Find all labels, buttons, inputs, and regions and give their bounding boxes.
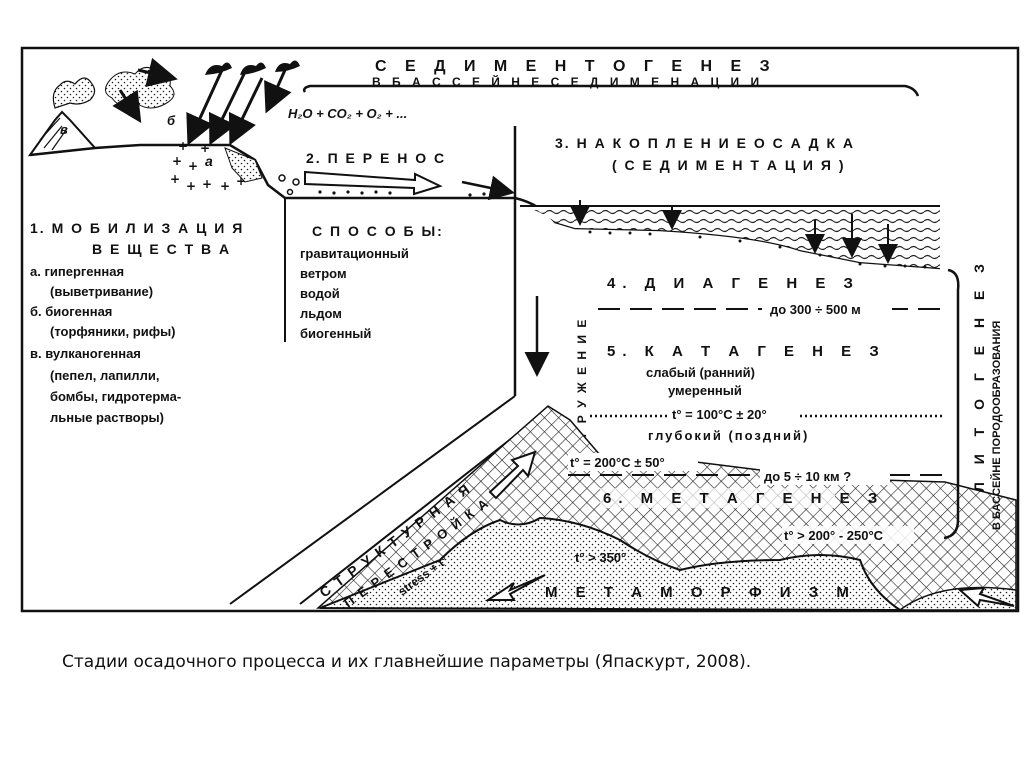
sedimentogenesis-title: С Е Д И М Е Н Т О Г Е Н Е З xyxy=(375,58,777,75)
stage3-title-2: ( С Е Д И М Е Н Т А Ц И Я ) xyxy=(612,157,846,173)
svg-text:+: + xyxy=(178,139,188,153)
stage2-title: 2. П Е Р Е Н О С xyxy=(306,150,446,166)
lithogenesis-sub-label: В БАССЕЙНЕ ПОРОДООБРАЗОВАНИЯ xyxy=(990,321,1003,530)
ash-cloud-icon xyxy=(105,67,174,108)
catagenesis-t200: t° = 200°C ± 50° xyxy=(570,455,665,470)
stage1-line-6: (пепел, лапилли, xyxy=(50,368,159,383)
stage6-title: 6. М Е Т А Г Е Н Е З xyxy=(603,490,884,507)
svg-text:+: + xyxy=(220,179,230,193)
svg-text:+: + xyxy=(186,179,196,193)
diagenesis-depth: до 300 ÷ 500 м xyxy=(770,302,861,317)
label-b: б xyxy=(167,113,176,128)
label-a: а xyxy=(205,153,213,169)
catagenesis-moderate: умеренный xyxy=(668,383,742,398)
transport-arrow-icon xyxy=(305,172,440,194)
stage2-method-3: водой xyxy=(300,286,340,301)
pebbles xyxy=(279,175,299,195)
sedimentogenesis-subtitle: В Б А С С Е Й Н Е С Е Д И М Е Н А Ц И И xyxy=(372,74,763,89)
stage2-method-4: льдом xyxy=(300,306,342,321)
svg-text:+: + xyxy=(200,141,210,155)
stage2-method-5: биогенный xyxy=(300,326,371,341)
volcano-icon xyxy=(30,78,95,155)
figure-caption: Стадии осадочного процесса и их главнейш… xyxy=(62,652,1002,672)
stage4-title: 4. Д И А Г Е Н Е З xyxy=(607,275,860,292)
chemical-formula: H₂O + CO₂ + O₂ + ... xyxy=(288,106,407,121)
stage1-line-8: льные растворы) xyxy=(50,410,164,425)
catagenesis-depth: до 5 ÷ 10 км ? xyxy=(764,469,851,484)
stage2-methods-title: С П О С О Б Ы: xyxy=(312,223,444,239)
svg-text:+: + xyxy=(188,159,198,173)
metamorphism-temp: t° > 350° xyxy=(575,550,626,565)
catagenesis-weak: слабый (ранний) xyxy=(646,365,755,380)
transport-dots xyxy=(318,190,499,196)
stage1-title-2: В Е Щ Е С Т В А xyxy=(92,241,231,257)
svg-text:+: + xyxy=(172,154,182,168)
stage1-line-3: б. биогенная xyxy=(30,304,112,319)
stage2-method-1: гравитационный xyxy=(300,246,409,261)
stage1-line-5: в. вулканогенная xyxy=(30,346,141,361)
label-v: в xyxy=(60,122,68,137)
stage1-line-1: а. гипергенная xyxy=(30,264,124,279)
stage1-title-1: 1. М О Б И Л И З А Ц И Я xyxy=(30,220,244,236)
stage3-title-1: 3. Н А К О П Л Е Н И Е О С А Д К А xyxy=(555,135,855,151)
svg-text:+: + xyxy=(202,177,212,191)
sedimentation-diagram: С Е Д И М Е Н Т О Г Е Н Е З В Б А С С Е … xyxy=(0,0,1024,640)
lithogenesis-label: Л И Т О Г Е Н Е З xyxy=(971,257,987,492)
stage5-title: 5. К А Т А Г Е Н Е З xyxy=(607,343,886,360)
metamorphism-label: М Е Т А М О Р Ф И З М xyxy=(545,584,856,601)
stage1-line-2: (выветривание) xyxy=(50,284,153,299)
svg-text:+: + xyxy=(170,172,180,186)
catagenesis-deep: глубокий (поздний) xyxy=(648,428,809,443)
catagenesis-t100: t° = 100°C ± 20° xyxy=(672,407,767,422)
stage2-method-2: ветром xyxy=(300,266,347,281)
stage1-line-7: бомбы, гидротерма- xyxy=(50,389,181,404)
stage1-line-4: (торфяники, рифы) xyxy=(50,324,176,339)
transport-arrow-2-icon xyxy=(462,182,510,192)
metagenesis-temp: t° > 200° - 250°C xyxy=(784,528,884,543)
